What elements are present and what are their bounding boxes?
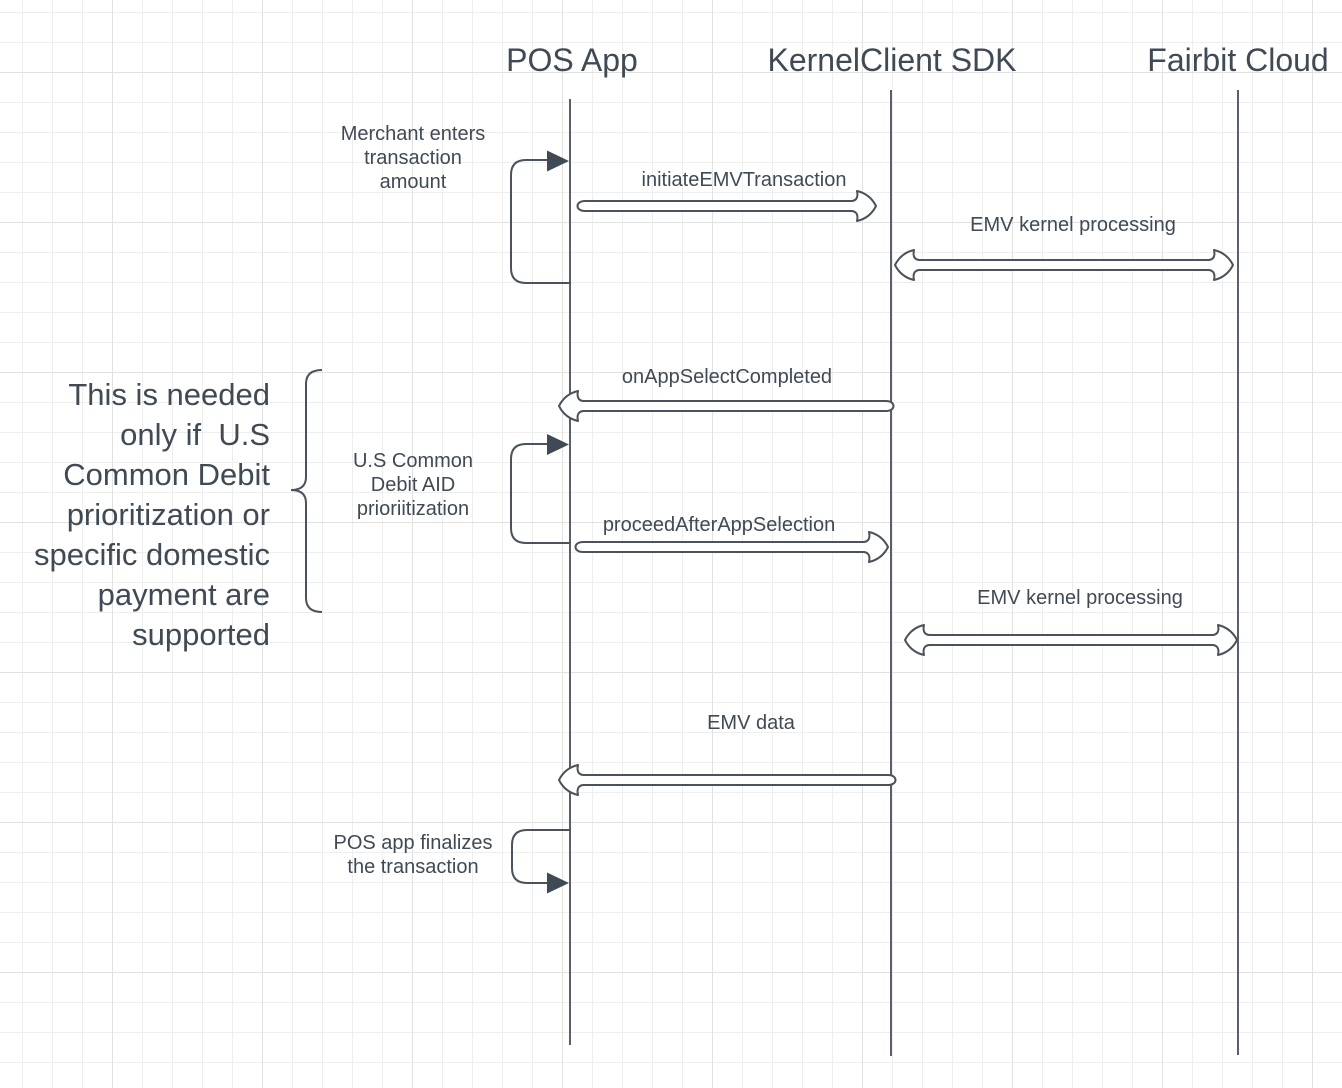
curly-brace-icon	[290, 369, 323, 613]
message-arrow-initiate-emv-transaction	[576, 190, 877, 222]
label-emv-data: EMV data	[707, 712, 795, 734]
message-arrow-on-app-select-completed	[558, 390, 895, 422]
label-merchant-enters-amount: Merchant enters transaction amount	[340, 123, 486, 193]
label-on-app-select-completed: onAppSelectCompleted	[621, 366, 833, 388]
label-emv-kernel-processing-2: EMV kernel processing	[977, 587, 1183, 609]
actor-pos-app: POS App	[506, 42, 638, 78]
message-arrow-proceed-after-app-selection	[574, 531, 889, 563]
bidirectional-arrow-emv-kernel-processing-2	[904, 624, 1238, 656]
self-loop-us-common-debit	[510, 443, 571, 544]
label-initiate-emv-transaction: initiateEMVTransaction	[641, 169, 847, 191]
self-loop-pos-finalizes-arrowhead-icon	[547, 872, 569, 894]
self-loop-us-common-debit-arrowhead-icon	[547, 434, 569, 455]
label-pos-app-finalizes: POS app finalizes the transaction	[333, 832, 493, 878]
actor-fairbit-cloud: Fairbit Cloud	[1147, 42, 1329, 78]
label-proceed-after-app-selection: proceedAfterAppSelection	[602, 514, 836, 536]
self-loop-merchant-arrowhead-icon	[547, 150, 569, 172]
note-us-common-debit-condition: This is needed only if U.S Common Debit …	[33, 377, 270, 652]
message-arrow-emv-data	[558, 764, 897, 796]
bidirectional-arrow-emv-kernel-processing-1	[894, 249, 1234, 281]
self-loop-pos-finalizes	[511, 829, 571, 884]
self-loop-merchant-enters	[510, 159, 571, 284]
actor-kernelclient-sdk: KernelClient SDK	[767, 42, 1017, 78]
label-us-common-debit-prioritization: U.S Common Debit AID prioriitization	[352, 450, 474, 520]
label-emv-kernel-processing-1: EMV kernel processing	[970, 214, 1176, 236]
